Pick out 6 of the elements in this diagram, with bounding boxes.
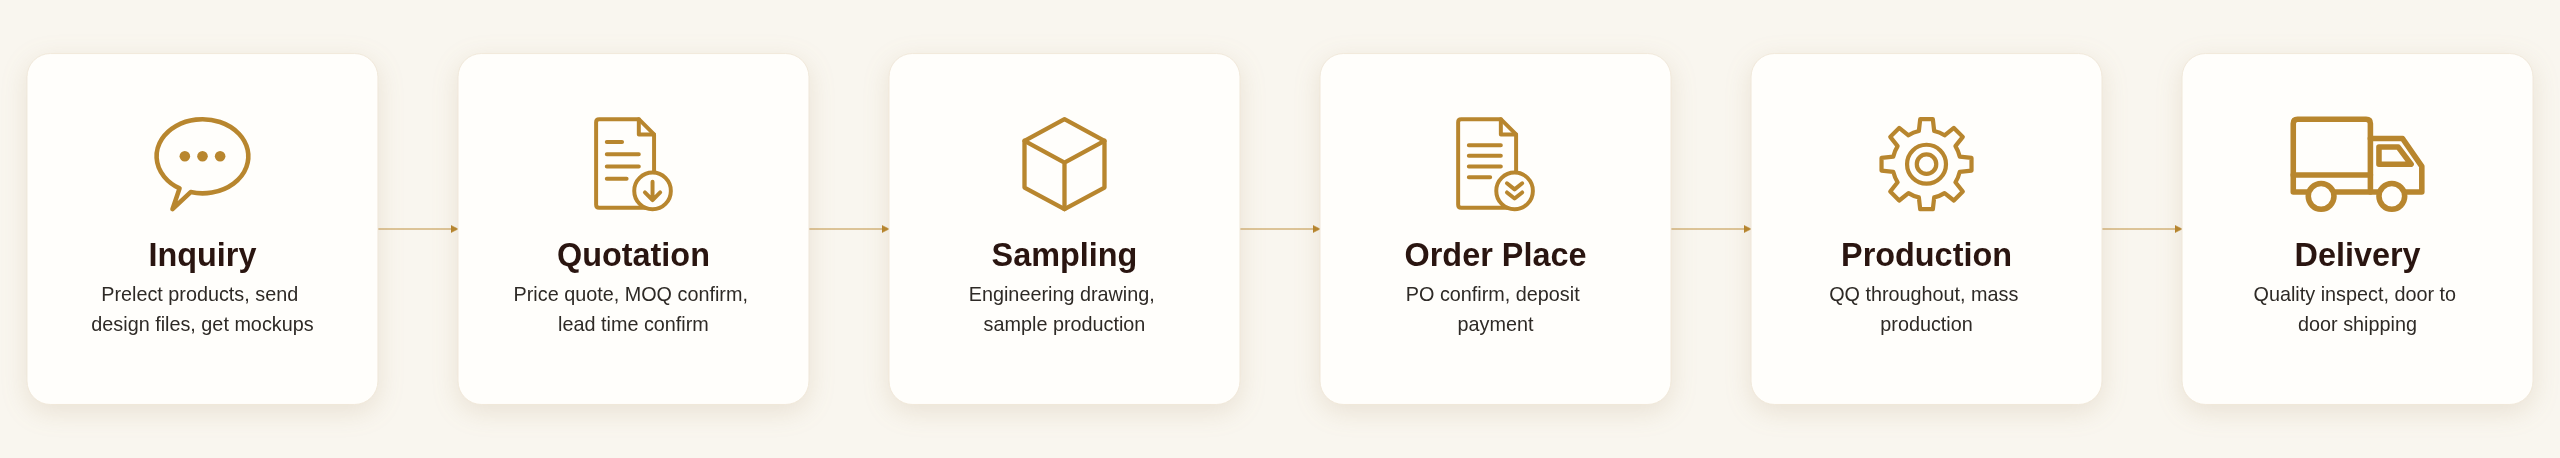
node-box: Sampling Engineering drawing, sample production bbox=[888, 53, 1241, 405]
node-box: Delivery Quality inspect, door to door shipping bbox=[2181, 53, 2534, 405]
node-box: Order Place PO confirm, deposit payment bbox=[1319, 53, 1672, 405]
node-box: Quotation Price quote, MOQ confirm, lead time confirm bbox=[457, 53, 810, 405]
node-box: Production QQ throughout, mass production bbox=[1750, 53, 2103, 405]
node-box: Inquiry Prelect products, send design files, get mockups bbox=[26, 53, 379, 405]
